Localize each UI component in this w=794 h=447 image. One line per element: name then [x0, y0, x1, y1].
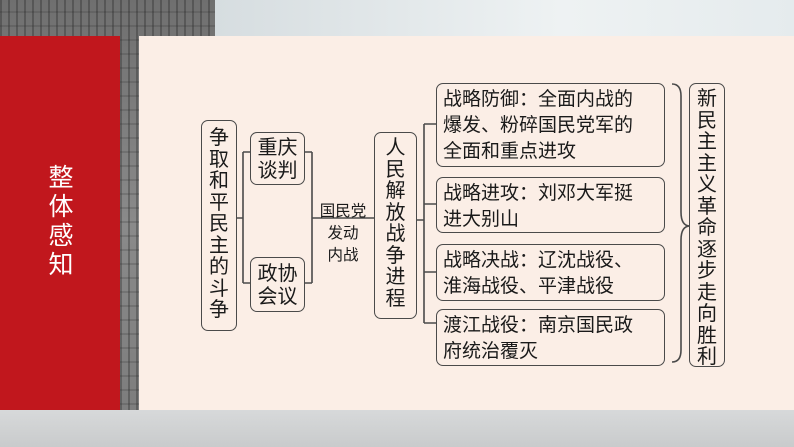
connector-right-merge: [304, 151, 374, 284]
background-sky: [215, 0, 794, 40]
stage-defense-line3: 全面和重点进攻: [443, 140, 577, 162]
background-bottom-strip: [0, 410, 794, 447]
stage-box-offense: 战略进攻：刘邓大军挺 进大别山: [436, 177, 665, 233]
stage-offense-line1: 战略进攻：刘邓大军挺: [443, 182, 634, 204]
stage-decisive-line2: 淮海战役、平津战役: [443, 275, 615, 297]
result-box: 新民主主义革命逐步走向胜利: [689, 83, 725, 367]
connector-label-line1: 国民党: [319, 202, 367, 220]
connector-label-line3: 内战: [327, 246, 359, 264]
branch-box-chongqing: 重庆 谈判: [250, 132, 305, 185]
connector-label-line2: 发动: [327, 224, 359, 242]
stage-box-decisive: 战略决战：辽沈战役、 淮海战役、平津战役: [436, 244, 665, 301]
result-label: 新民主主义革命逐步走向胜利: [697, 86, 717, 368]
section-title-panel: [0, 36, 120, 410]
stage-crossing-line2: 府统治覆灭: [443, 340, 539, 362]
stage-offense-line2: 进大别山: [443, 208, 520, 230]
section-title: 整体感知: [48, 163, 74, 279]
stage-defense-line2: 爆发、粉碎国民党军的: [443, 114, 634, 136]
struggle-box: 争取和平民主的斗争: [201, 120, 237, 331]
stage-defense-line1: 战略防御：全面内战的: [443, 88, 634, 110]
connector-left-fork: [236, 151, 251, 284]
connector-stage-fork: [416, 123, 437, 324]
branch-chongqing-line1: 重庆: [257, 135, 298, 159]
war-process-label: 人民解放战争进程: [385, 135, 406, 310]
stage-box-defense: 战略防御：全面内战的 爆发、粉碎国民党军的 全面和重点进攻: [436, 83, 665, 167]
struggle-label: 争取和平民主的斗争: [209, 125, 229, 321]
branch-zhengxie-line2: 会议: [257, 284, 298, 308]
war-process-box: 人民解放战争进程: [374, 132, 417, 319]
stage-crossing-line1: 渡江战役：南京国民政: [443, 314, 634, 336]
connector-label: 国民党 发动 内战: [312, 200, 374, 266]
stage-box-crossing: 渡江战役：南京国民政 府统治覆灭: [436, 309, 665, 366]
result-brace: [671, 83, 691, 363]
stage-decisive-line1: 战略决战：辽沈战役、: [443, 249, 634, 271]
branch-box-zhengxie: 政协 会议: [250, 257, 305, 312]
branch-chongqing-line2: 谈判: [257, 158, 298, 182]
branch-zhengxie-line1: 政协: [257, 261, 298, 285]
